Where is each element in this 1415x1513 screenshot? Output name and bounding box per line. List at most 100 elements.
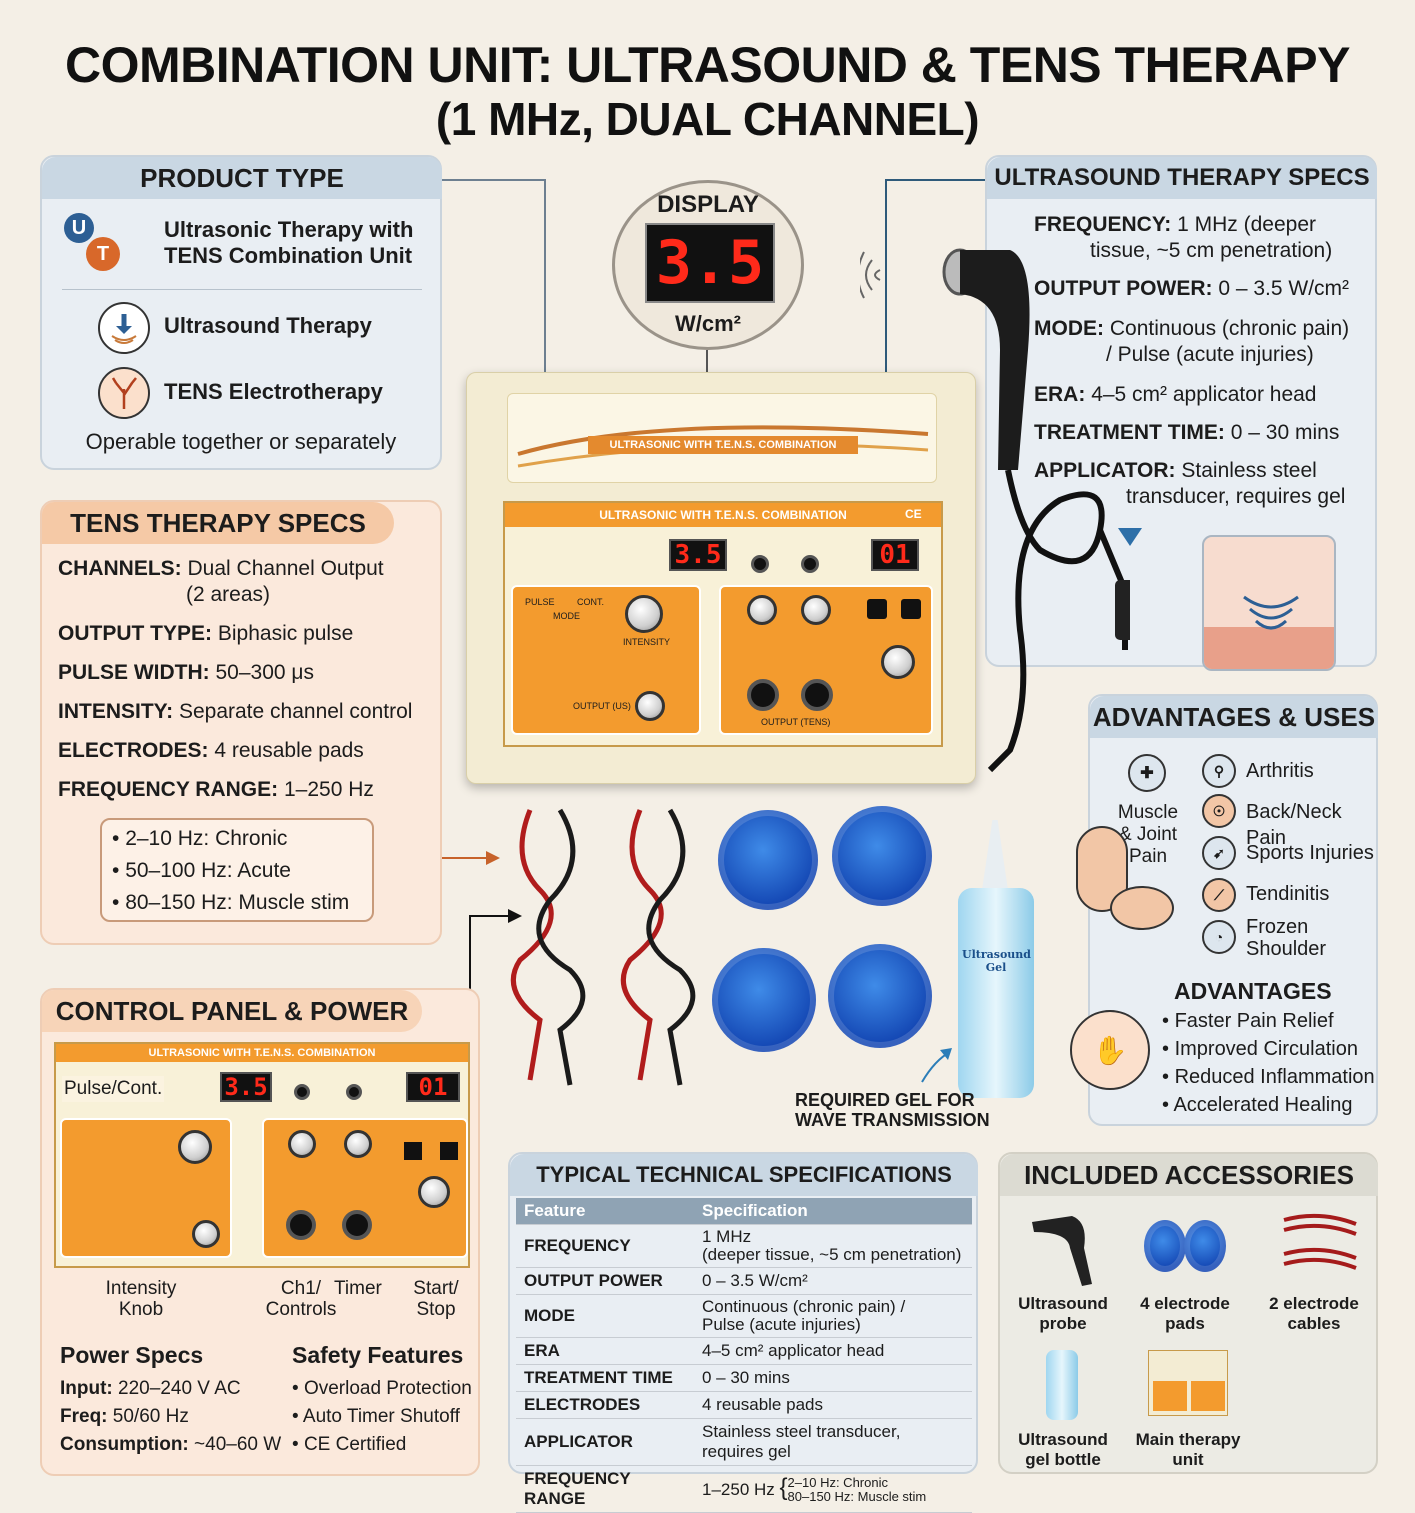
use-frozen-shoulder: Frozen Shoulder — [1246, 916, 1327, 960]
output-us-label: OUTPUT (US) — [573, 701, 631, 711]
unit-icon — [1148, 1350, 1228, 1416]
electrode-pad — [832, 806, 932, 906]
cp-timer-button[interactable] — [404, 1142, 422, 1160]
electrode-cables-icon — [510, 808, 696, 1086]
pad-icon — [1184, 1220, 1226, 1272]
intensity-label: INTENSITY — [623, 637, 671, 647]
ultrasound-icon — [98, 302, 150, 354]
product-type-heading: PRODUCT TYPE — [42, 157, 442, 199]
device-power-display: 3.5 — [669, 539, 727, 571]
product-type-note: Operable together or separately — [85, 429, 397, 454]
spec-table-panel: TYPICAL TECHNICAL SPECIFICATIONS TABLE F… — [508, 1152, 978, 1513]
us-output-socket[interactable] — [635, 691, 665, 721]
device-top-panel: ULTRASONIC WITH T.E.N.S. COMBINATION — [507, 393, 937, 483]
divider — [62, 289, 422, 290]
ch1-knob[interactable] — [747, 595, 777, 625]
cp-start-button[interactable] — [440, 1142, 458, 1160]
timer-button[interactable] — [867, 599, 887, 619]
product-type-ultrasound: Ultrasound Therapy — [164, 313, 372, 338]
power-input: Input: 220–240 V AC — [60, 1378, 241, 1399]
us-spec-treatment-time: TREATMENT TIME: 0 – 30 mins — [1034, 421, 1340, 444]
advantages-panel: ADVANTAGES & USES ✚ Muscle & Joint Pain … — [1070, 694, 1378, 1126]
tens-output-jack-1[interactable] — [747, 679, 779, 711]
cable-icon — [1283, 1213, 1357, 1270]
adv-circulation: • Improved Circulation — [1162, 1038, 1358, 1060]
product-type-tens: TENS Electrotherapy — [164, 379, 383, 404]
cont-label: CONT. — [577, 597, 604, 607]
device-led — [801, 555, 819, 573]
cp-jack-2[interactable] — [342, 1210, 372, 1240]
down-arrow-icon — [1118, 528, 1142, 546]
range-acute: • 50–100 Hz: Acute — [112, 859, 291, 882]
body-icon — [1076, 826, 1128, 912]
page-subtitle: (1 MHz, DUAL CHANNEL) — [435, 93, 980, 145]
pulse-label: PULSE — [525, 597, 555, 607]
ce-mark: CE — [905, 507, 922, 521]
use-sports: Sports Injuries — [1246, 842, 1374, 864]
use-back-neck: Back/Neck Pain — [1246, 801, 1342, 849]
spec-table-heading: TYPICAL TECHNICAL SPECIFICATIONS TABLE — [510, 1154, 978, 1229]
cp-power-display: 3.5 — [220, 1072, 272, 1102]
tendon-icon: ⟋ — [1202, 878, 1236, 912]
adv-healing: • Accelerated Healing — [1162, 1094, 1353, 1116]
cp-intensity-knob[interactable] — [178, 1130, 212, 1164]
product-type-combination: Ultrasonic Therapy with TENS Combination… — [164, 217, 414, 268]
start-stop-button[interactable] — [901, 599, 921, 619]
tens-spec-output-type: OUTPUT TYPE: Biphasic pulse — [58, 622, 354, 645]
display-readout: 3.5 — [645, 223, 775, 303]
cp-ch1-knob[interactable] — [288, 1130, 316, 1158]
power-specs-heading: Power Specs — [60, 1342, 204, 1368]
page-title: COMBINATION UNIT: ULTRASOUND & TENS THER… — [65, 37, 1350, 93]
adv-pain-relief: • Faster Pain Relief — [1162, 1010, 1334, 1032]
cp-timer-display: 01 — [406, 1072, 460, 1102]
label-ch1-controls: Ch1/ Controls — [265, 1278, 337, 1320]
acc-pads-label: 4 electrode pads — [1140, 1294, 1230, 1333]
electrode-pad — [712, 948, 816, 1052]
nerve-icon — [98, 367, 150, 419]
power-consumption: Consumption: ~40–60 W — [60, 1434, 282, 1455]
safety-overload: • Overload Protection — [292, 1378, 472, 1399]
back-icon: ☉ — [1202, 794, 1236, 828]
tens-output-jack-2[interactable] — [801, 679, 833, 711]
ch2-knob[interactable] — [801, 595, 831, 625]
cp-ch2-knob[interactable] — [344, 1130, 372, 1158]
us-spec-era: ERA: 4–5 cm² applicator head — [1034, 383, 1317, 406]
device-control-panel: ULTRASONIC WITH T.E.N.S. COMBINATION CE … — [503, 501, 943, 747]
acc-unit-label: Main therapy unit — [1135, 1430, 1241, 1469]
use-arthritis: Arthritis — [1246, 760, 1314, 782]
label-start-stop: Start/ Stop — [413, 1278, 459, 1320]
electrode-pad — [718, 810, 818, 910]
display-unit: W/cm² — [675, 311, 741, 336]
tens-section: OUTPUT (TENS) — [719, 585, 933, 735]
acc-probe-label: Ultrasound probe — [1018, 1294, 1108, 1333]
gel-bottle-label: Ultrasound Gel — [962, 948, 1031, 974]
mode-label: MODE — [553, 611, 580, 621]
device-panel-label: ULTRASONIC WITH T.E.N.S. COMBINATION — [505, 503, 941, 527]
safety-heading: Safety Features — [292, 1342, 464, 1368]
frequency-ranges-box: • 2–10 Hz: Chronic • 50–100 Hz: Acute • … — [100, 818, 374, 922]
control-panel-image-label: ULTRASONIC WITH T.E.N.S. COMBINATION — [56, 1044, 468, 1062]
device-led — [751, 555, 769, 573]
shoulder-icon: ◔ — [1202, 920, 1236, 954]
gel-icon — [1046, 1350, 1078, 1420]
cp-jack-1[interactable] — [286, 1210, 316, 1240]
cp-frequency-knob[interactable] — [418, 1176, 450, 1208]
cp-tens-section — [262, 1118, 468, 1258]
t-icon: T — [86, 237, 120, 271]
electrode-pad — [828, 944, 932, 1048]
control-panel-section: CONTROL PANEL & POWER ULTRASONIC WITH T.… — [40, 988, 480, 1476]
frequency-knob[interactable] — [881, 645, 915, 679]
tens-spec-intensity: INTENSITY: Separate channel control — [58, 700, 413, 723]
ultrasound-probe-icon — [860, 248, 1130, 773]
safety-timer: • Auto Timer Shutoff — [292, 1406, 460, 1427]
power-freq: Freq: 50/60 Hz — [60, 1406, 189, 1427]
intensity-knob[interactable] — [625, 595, 663, 633]
cp-us-socket[interactable] — [192, 1220, 220, 1248]
us-spec-mode: MODE: Continuous (chronic pain)/ Pulse (… — [1034, 317, 1350, 366]
